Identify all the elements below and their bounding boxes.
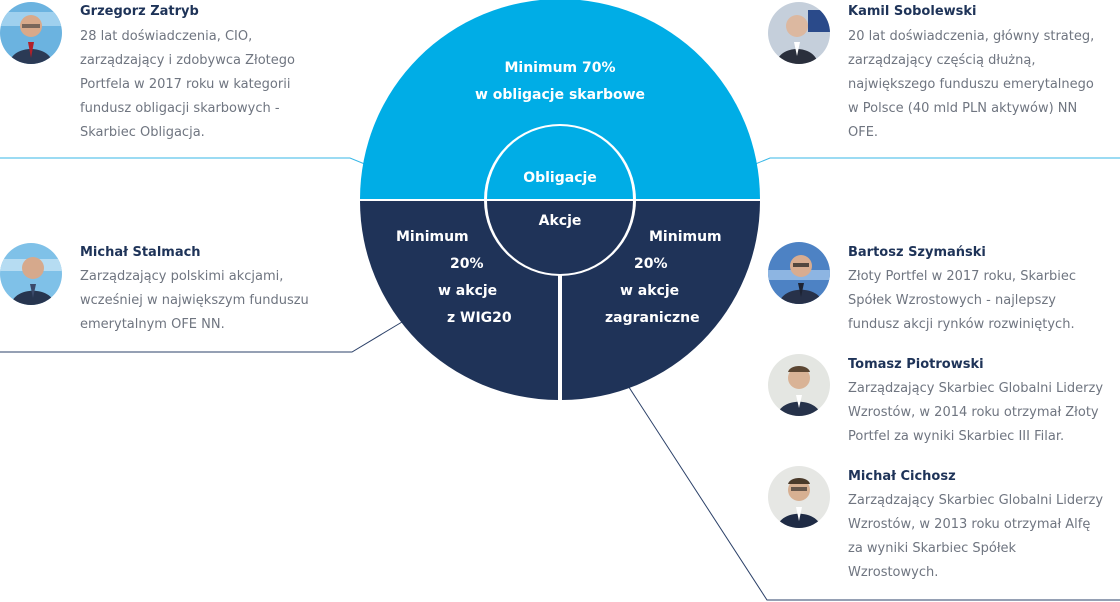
description-line: Zarządzający polskimi akcjami,	[80, 269, 284, 284]
foreign-label-line: zagraniczne	[605, 310, 700, 326]
wig20-label-line: Minimum	[396, 229, 469, 245]
person-description: Zarządzający Skarbiec Globalni Liderzy W…	[848, 489, 1103, 585]
portrait-michal-cichosz-icon	[768, 466, 830, 528]
connector-line-zatryb	[0, 157, 373, 168]
description-line: Zarządzający Skarbiec Globalni Liderzy	[848, 381, 1104, 396]
person-description: 20 lat doświadczenia, główny strateg, za…	[848, 25, 1094, 145]
person-name: Kamil Sobolewski	[848, 4, 977, 19]
person-name: Michał Cichosz	[848, 469, 956, 484]
bonds-allocation-label: Minimum 70% w obligacje skarbowe	[430, 55, 690, 109]
person-name: Bartosz Szymański	[848, 245, 986, 260]
inner-equity-label: Akcje	[538, 213, 582, 229]
description-line: wcześniej w największym funduszu	[80, 293, 309, 308]
description-line: za wyniki Skarbiec Spółek	[848, 541, 1017, 556]
person-description: Zarządzający polskimi akcjami, wcześniej…	[80, 265, 309, 337]
wig20-label-line: w akcje	[438, 283, 498, 299]
description-line: zarządzający częścią dłużną,	[848, 53, 1036, 68]
connector-line-cichosz	[622, 377, 1120, 601]
description-line: OFE.	[848, 125, 879, 140]
description-line: Skarbiec Obligacja.	[80, 125, 205, 140]
portrait-tomasz-piotrowski-icon	[768, 354, 830, 416]
foreign-label-line: w akcje	[620, 283, 680, 299]
description-line: 20 lat doświadczenia, główny strateg,	[848, 29, 1095, 44]
foreign-label-line: 20%	[634, 256, 668, 272]
description-line: fundusz obligacji skarbowych -	[80, 101, 280, 116]
description-line: Spółek Wzrostowych - najlepszy	[848, 293, 1056, 308]
bonds-label-line: w obligacje skarbowe	[474, 87, 646, 103]
portrait-bartosz-szymanski-icon	[768, 242, 830, 304]
connector-line-stalmach	[0, 321, 403, 353]
person-name: Grzegorz Zatryb	[80, 4, 199, 19]
wig20-label-line: 20%	[450, 256, 484, 272]
foreign-allocation-label: Minimum 20% w akcje zagraniczne	[580, 224, 740, 332]
description-line: Portfel za wyniki Skarbiec III Filar.	[848, 429, 1065, 444]
description-line: zarządzający i zdobywca Złotego	[80, 53, 295, 68]
description-line: Złoty Portfel w 2017 roku, Skarbiec	[848, 269, 1077, 284]
description-line: emerytalnym OFE NN.	[80, 317, 225, 332]
portrait-michal-stalmach-icon	[0, 243, 62, 305]
person-description: Zarządzający Skarbiec Globalni Liderzy W…	[848, 377, 1103, 449]
person-name: Tomasz Piotrowski	[848, 357, 984, 372]
description-line: Wzrostów, w 2013 roku otrzymał Alfę	[848, 517, 1091, 532]
inner-equity-half	[487, 201, 633, 274]
description-line: fundusz akcji rynków rozwiniętych.	[848, 317, 1075, 332]
description-line: Wzrostów, w 2014 roku otrzymał Złoty	[848, 405, 1099, 420]
description-line: 28 lat doświadczenia, CIO,	[80, 29, 253, 44]
wig20-allocation-label: Minimum 20% w akcje z WIG20	[388, 224, 544, 332]
bonds-segment	[360, 0, 760, 199]
person-name: Michał Stalmach	[80, 245, 201, 260]
person-description: Złoty Portfel w 2017 roku, Skarbiec Spół…	[848, 265, 1076, 337]
inner-bonds-label: Obligacje	[523, 170, 597, 186]
portrait-grzegorz-zatryb-icon	[0, 2, 62, 64]
description-line: Portfela w 2017 roku w kategorii	[80, 77, 291, 92]
foreign-label-line: Minimum	[649, 229, 722, 245]
bonds-label-line: Minimum 70%	[504, 60, 616, 76]
description-line: największego funduszu emerytalnego	[848, 77, 1094, 92]
wig20-label-line: z WIG20	[447, 310, 512, 326]
description-line: w Polsce (40 mld PLN aktywów) NN	[848, 101, 1078, 116]
connector-line-sobolewski	[747, 157, 1120, 168]
person-description: 28 lat doświadczenia, CIO, zarządzający …	[80, 25, 295, 145]
description-line: Wzrostowych.	[848, 565, 939, 580]
portrait-kamil-sobolewski-icon	[768, 2, 830, 64]
inner-bonds-half	[487, 126, 633, 199]
description-line: Zarządzający Skarbiec Globalni Liderzy	[848, 493, 1104, 508]
